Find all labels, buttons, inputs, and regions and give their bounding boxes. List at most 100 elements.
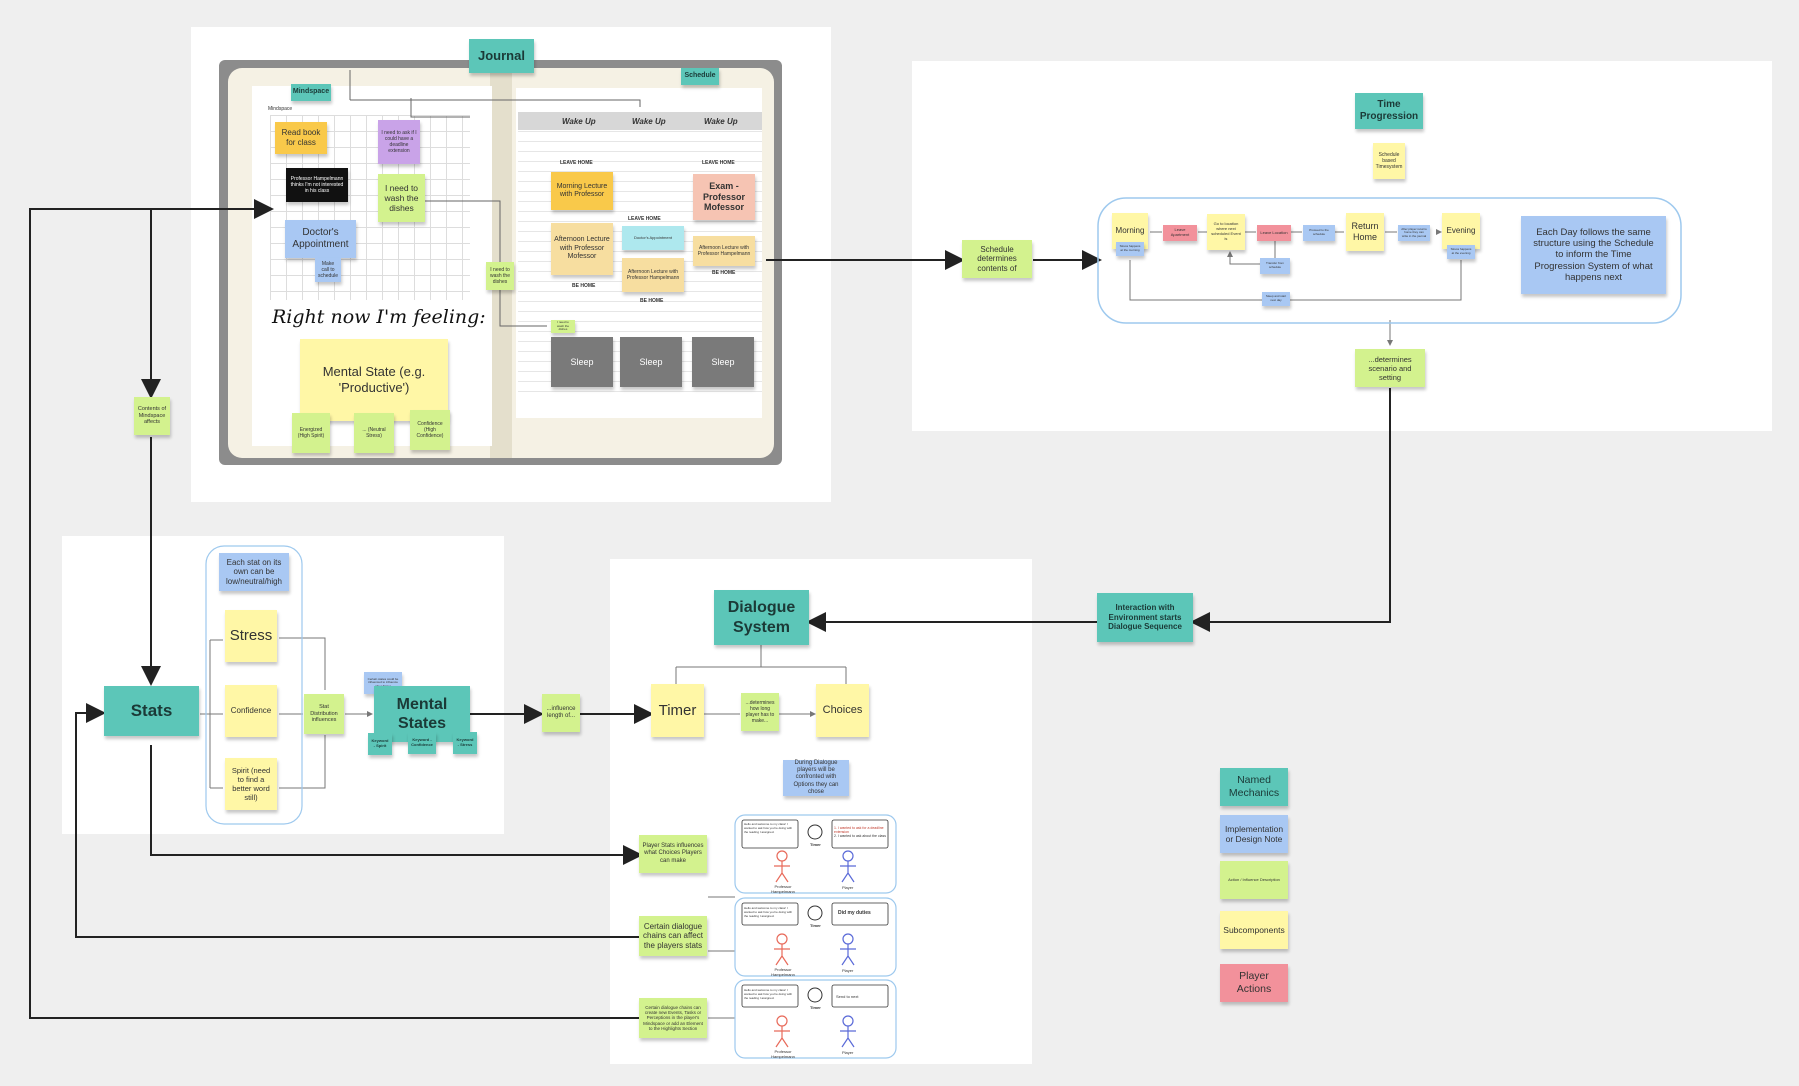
sleep-2: Sleep [620,337,682,387]
mini-note-1: Energized (High Spirit) [292,413,330,453]
exam-note: Exam - Professor Mofessor [693,174,755,220]
professor-figure-3 [774,1015,790,1048]
determines-note: ...determines how long player has to mak… [741,693,779,731]
leave-apartment-node: Leave Apartment [1163,225,1197,241]
evening-note: Stress happens at the evening [1447,245,1475,259]
bubble-prof-1: Hello and welcome to my class! I wanted … [744,822,793,834]
player-figure-1 [840,850,856,883]
sleep-3: Sleep [692,337,754,387]
feeling-label: Right now I'm feeling: [272,306,486,328]
mini-note-3: Confidence (High Confidence) [410,410,450,450]
be-home-1: BE HOME [572,283,596,289]
keyword-spirit: Keyword - Spirit [368,733,392,755]
sleep-1: Sleep [551,337,613,387]
legend-implementation: Implementation or Design Note [1220,815,1288,853]
player-figure-3 [840,1015,856,1048]
keyword-confidence: Keyword - Confidence [408,732,436,754]
wake-up-3: Wake Up [704,117,738,126]
professor-label-3: Professor Hampelmann [771,1049,795,1059]
player-stats-note: Player Stats influences what Choices Pla… [639,835,707,873]
confidence-node: Confidence [225,685,277,737]
time-progression-title: Time Progression [1355,93,1423,129]
note-doctor: Doctor's Appointment [285,220,356,258]
clock-icon-2 [807,905,823,921]
certain-create-note: Certain dialogue chains can create new E… [639,998,707,1038]
bubble-next: Send to next [836,994,859,999]
professor-label-1: Professor Hampelmann [771,884,795,894]
sleep-loop-note: Sleep and start next day [1262,292,1290,306]
morning-note: Stress happens at the morning [1116,242,1144,256]
note-deadline: I need to ask if I could have a deadline… [378,120,420,164]
wake-up-1: Wake Up [562,117,596,126]
journal-title: Journal [469,39,534,73]
bubble-choice-1: 1. I wanted to ask for a deadline extens… [834,826,884,834]
return-home-node: Return Home [1346,213,1384,251]
note-doctor-sub: Make call to schedule [315,258,341,282]
note-dishes: I need to wash the dishes [378,174,425,222]
doctors-schedule-note: Doctor's Appointment [622,226,684,250]
line-scenario-to-interaction [1190,388,1391,632]
bubble-did: Did my duties [838,910,871,916]
morning-lecture-note: Morning Lecture with Professor [551,172,613,210]
each-stat-note: Each stat on its own can be low/neutral/… [219,553,289,591]
timer-label-1: Timer [810,842,821,847]
timer-label-3: Timer [810,1005,821,1010]
after-return-note: After player returns home they can write… [1398,225,1430,241]
legend-action: Action / Influence Description [1220,861,1288,899]
be-home-3: BE HOME [712,270,736,276]
time-loop-container [1097,197,1682,324]
professor-label-2: Professor Hampelmann [771,967,795,977]
player-label-3: Player [842,1050,854,1055]
leave-home-1: LEAVE HOME [560,160,593,166]
contents-mindspace-note: Contents of Mindspace affects [134,397,170,435]
wake-up-2: Wake Up [632,117,666,126]
bubble-prof-2: Hello and welcome to my class! I wanted … [744,906,793,918]
note-read-book: Read book for class [275,122,327,154]
determines-scenario-note: ...determines scenario and setting [1355,349,1425,387]
dialogue-system-title: Dialogue System [714,590,809,645]
mindspace-small-label: Mindspace [268,106,293,112]
legend-player-actions: Player Actions [1220,964,1288,1002]
player-label-2: Player [842,968,854,973]
interaction-note: Interaction with Environment starts Dial… [1097,593,1193,642]
proceed-node: Proceed to the schedule [1303,225,1335,241]
stats-title: Stats [104,686,199,736]
keyword-stress: Keyword - Stress [453,732,477,754]
distribution-note: Stat Distribution influences [304,694,344,734]
afternoon-hampelmann-note: Afternoon Lecture with Professor Hampelm… [622,258,684,292]
mindspace-tag: Mindspace [291,84,331,101]
timer-label-2: Timer [810,923,821,928]
spirit-node: Spirit (need to find a better word still… [225,758,277,810]
player-figure-2 [840,933,856,966]
schedule-small-green: I need to wash the dishes [551,320,575,333]
line-affect-to-stats [75,703,661,938]
during-dialogue-note: During Dialogue players will be confront… [783,760,849,796]
mental-state-note: Mental State (e.g. 'Productive') [300,339,448,421]
each-day-note: Each Day follows the same structure usin… [1521,216,1666,294]
stats-bracket [205,545,303,825]
certain-affect-note: Certain dialogue chains can affect the p… [639,916,707,956]
legend-named-mechanics: Named Mechanics [1220,768,1288,806]
stress-node: Stress [225,610,277,662]
mini-note-2: ... (Neutral Stress) [354,413,394,453]
professor-figure-1 [774,850,790,883]
evening-node: Evening [1442,213,1480,249]
schedule-tag: Schedule [681,68,719,85]
leave-home-2: LEAVE HOME [702,160,735,166]
influence-note: ...influence length of... [542,694,580,732]
timer-node: Timer [651,684,704,737]
schedule-determines-note: Schedule determines contents of [962,240,1032,278]
professor-figure-2 [774,933,790,966]
bubble-choice-2: 2. I wanted to ask about the class [834,834,886,838]
clock-icon-3 [807,987,823,1003]
note-wash-small: I need to wash the dishes [486,262,514,290]
transfer-note: Transfer from schedule [1260,258,1290,274]
leave-home-3: LEAVE HOME [628,216,661,222]
go-to-location-node: Go to location where next scheduled Even… [1207,214,1245,250]
note-professor: Professor Hampelmann thinks I'm not inte… [286,168,348,202]
line-stats-to-choices-note [150,745,643,865]
schedule-header-bar [518,112,762,130]
leave-location-node: Leave Location [1257,225,1291,241]
afternoon-lecture-note: Afternoon Lecture with Professor Mofesso… [551,223,613,275]
